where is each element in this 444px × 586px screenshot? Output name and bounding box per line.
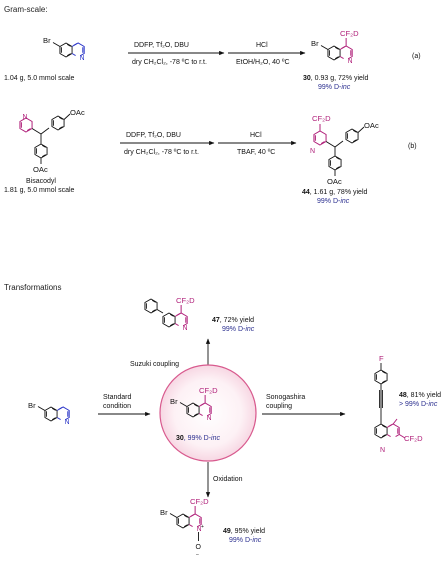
dinc-48: > 99% D-inc bbox=[399, 401, 438, 408]
standard-label-2: condition bbox=[103, 403, 131, 410]
sonogashira-label-1: Sonogashira bbox=[266, 394, 305, 401]
transformations-heading: Transformations bbox=[4, 283, 62, 292]
conditions-a1: dry CH₂Cl₂, -78 ºC to r.t. bbox=[132, 59, 207, 66]
minus-charge: – bbox=[196, 552, 199, 558]
conditions-b2: TBAF, 40 ºC bbox=[237, 149, 275, 156]
reaction-b: N OAc OAc Bisacodyl 1.81 g, 5.0 mmol sca… bbox=[4, 108, 417, 205]
tag-b: (b) bbox=[408, 143, 417, 150]
conditions-b1: dry CH₂Cl₂, -78 ºC to r.t. bbox=[124, 149, 199, 156]
n-label: N bbox=[310, 148, 315, 155]
sonogashira-label-2: coupling bbox=[266, 403, 292, 410]
center-compound-30: Br CF₂D N bbox=[170, 386, 218, 422]
product-48: F CF₂D N bbox=[374, 354, 423, 454]
transformations: CF₂D N 47, 72% yield 99% D-inc Suzuki co… bbox=[28, 296, 441, 558]
yield-49: 49, 95% yield bbox=[223, 528, 265, 535]
product-30: Br CF₂D N bbox=[311, 29, 359, 65]
br-label: Br bbox=[170, 397, 178, 406]
bisacodyl-name: Bisacodyl bbox=[26, 178, 56, 185]
n-label: N bbox=[23, 114, 28, 121]
dinc-47: 99% D-inc bbox=[222, 326, 255, 333]
oac-label: OAc bbox=[364, 121, 379, 130]
oac-label: OAc bbox=[70, 108, 85, 117]
cf2d-label: CF₂D bbox=[312, 114, 331, 123]
scale-a: 1.04 g, 5.0 mmol scale bbox=[4, 75, 75, 82]
suzuki-label: Suzuki coupling bbox=[130, 361, 179, 368]
br-label: Br bbox=[43, 36, 51, 45]
oxidation-label: Oxidation bbox=[213, 476, 243, 483]
oac-label: OAc bbox=[327, 177, 342, 186]
dinc-49: 99% D-inc bbox=[229, 537, 262, 544]
n-label: N bbox=[183, 325, 188, 332]
yield-44: 44, 1.61 g, 78% yield bbox=[302, 189, 367, 196]
product-47: CF₂D N bbox=[144, 296, 195, 332]
yield-30: 30, 0.93 g, 72% yield bbox=[303, 75, 368, 82]
standard-label-1: Standard bbox=[103, 394, 132, 401]
n-label: N bbox=[65, 419, 70, 426]
cf2d-label: CF₂D bbox=[404, 434, 423, 443]
highlight-circle bbox=[159, 364, 257, 462]
n-label: N bbox=[380, 447, 385, 454]
product-49: Br CF₂D N + O – bbox=[160, 497, 209, 558]
reaction-a: Br N 1.04 g, 5.0 mmol scale DDFP, Tf₂O, … bbox=[4, 29, 421, 91]
n-label: N bbox=[197, 526, 202, 533]
reagents-a1: DDFP, Tf₂O, DBU bbox=[134, 42, 189, 49]
f-label: F bbox=[379, 354, 384, 363]
yield-48: 48, 81% yield bbox=[399, 392, 441, 399]
yield-47: 47, 72% yield bbox=[212, 317, 254, 324]
substrate-6-bromoquinoline-a: Br N bbox=[43, 36, 85, 62]
br-label: Br bbox=[311, 39, 319, 48]
cf2d-label: CF₂D bbox=[199, 386, 218, 395]
center-label-30: 30, 99% D-inc bbox=[176, 435, 220, 442]
conditions-a2: EtOH/H₂O, 40 ºC bbox=[236, 59, 290, 66]
n-label: N bbox=[348, 58, 353, 65]
gram-scale-heading: Gram-scale: bbox=[4, 5, 48, 14]
n-label: N bbox=[80, 55, 85, 62]
cf2d-label: CF₂D bbox=[176, 296, 195, 305]
cf2d-label: CF₂D bbox=[190, 497, 209, 506]
product-44: N CF₂D OAc OAc bbox=[310, 114, 379, 186]
tag-a: (a) bbox=[412, 53, 421, 60]
o-label: O bbox=[196, 544, 202, 551]
reagents-a2: HCl bbox=[256, 42, 268, 49]
dinc-30: 99% D-inc bbox=[318, 84, 351, 91]
substrate-bisacodyl: N OAc OAc bbox=[19, 108, 85, 174]
scale-b: 1.81 g, 5.0 mmol scale bbox=[4, 187, 75, 194]
reagents-b1: DDFP, Tf₂O, DBU bbox=[126, 132, 181, 139]
cf2d-label: CF₂D bbox=[340, 29, 359, 38]
oac-label: OAc bbox=[33, 165, 48, 174]
br-label: Br bbox=[160, 508, 168, 517]
br-label: Br bbox=[28, 401, 36, 410]
n-label: N bbox=[207, 415, 212, 422]
substrate-6-bromoquinoline-t: Br N bbox=[28, 401, 70, 426]
reagents-b2: HCl bbox=[250, 132, 262, 139]
dinc-44: 99% D-inc bbox=[317, 198, 350, 205]
plus-charge: + bbox=[201, 524, 204, 530]
